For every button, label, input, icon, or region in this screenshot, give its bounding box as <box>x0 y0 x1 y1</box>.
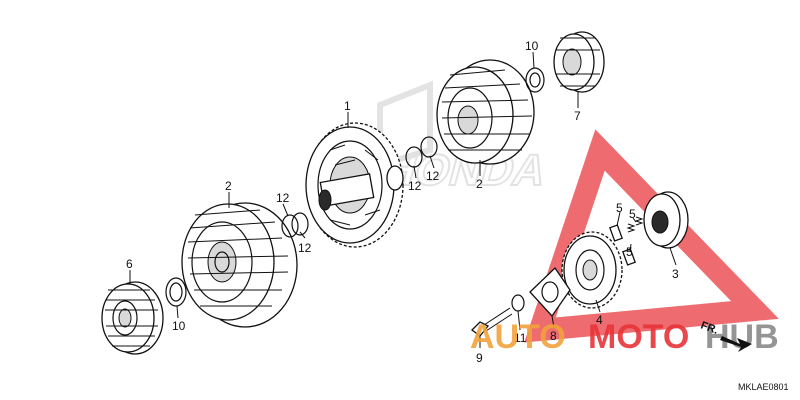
part-2-clutch-drum-lower <box>181 202 298 328</box>
callout-12-a: 12 <box>276 191 290 205</box>
part-4-starter-gear <box>561 231 623 309</box>
callout-12-d: 12 <box>426 169 440 183</box>
part-2-clutch-drum-upper <box>436 59 535 165</box>
callout-4: 4 <box>596 313 603 327</box>
callout-1: 1 <box>344 99 351 113</box>
fr-label: FR. <box>699 320 720 337</box>
diagram-code: MKLAE0801 <box>738 382 789 392</box>
callout-3: 3 <box>672 267 679 281</box>
part-5-rollers <box>609 216 644 266</box>
callout-10-upper: 10 <box>525 39 539 53</box>
arrow-icon <box>720 336 752 352</box>
leader-lines <box>129 51 677 348</box>
callout-labels: 1 2 2 3 4 5 5 5 6 7 8 9 10 10 11 12 12 1… <box>126 39 679 365</box>
part-9-bolt <box>471 307 513 337</box>
callout-12-c: 12 <box>408 179 422 193</box>
callout-11: 11 <box>514 331 527 345</box>
callout-8: 8 <box>550 329 557 343</box>
callout-2-upper: 2 <box>476 177 483 191</box>
callout-6: 6 <box>126 257 133 271</box>
part-10-washer-upper <box>525 67 545 93</box>
part-8-plate <box>529 266 571 318</box>
callout-10-lower: 10 <box>172 319 186 333</box>
callout-9: 9 <box>476 351 483 365</box>
part-1-primary-gear <box>305 122 404 248</box>
part-11-washer <box>511 294 525 312</box>
callout-7: 7 <box>574 109 581 123</box>
part-10-washer-lower <box>165 277 187 307</box>
part-6-gear <box>101 281 164 355</box>
front-direction-arrow: FR. <box>699 320 752 352</box>
callout-5-b: 5 <box>629 207 636 221</box>
brand-moto: MOTO <box>588 318 689 356</box>
callout-12-b: 12 <box>298 241 312 255</box>
part-12-rings-lower <box>281 212 309 238</box>
callout-5-a: 5 <box>616 201 623 215</box>
callout-2-lower: 2 <box>225 179 232 193</box>
part-3-starter-clutch <box>643 191 689 249</box>
warning-triangle-watermark <box>524 129 779 343</box>
automotohub-watermark: AUTO MOTO HUB <box>470 318 779 356</box>
callout-5-c: 5 <box>626 245 633 259</box>
brand-auto: AUTO <box>470 318 566 356</box>
part-7-gear <box>553 31 605 93</box>
